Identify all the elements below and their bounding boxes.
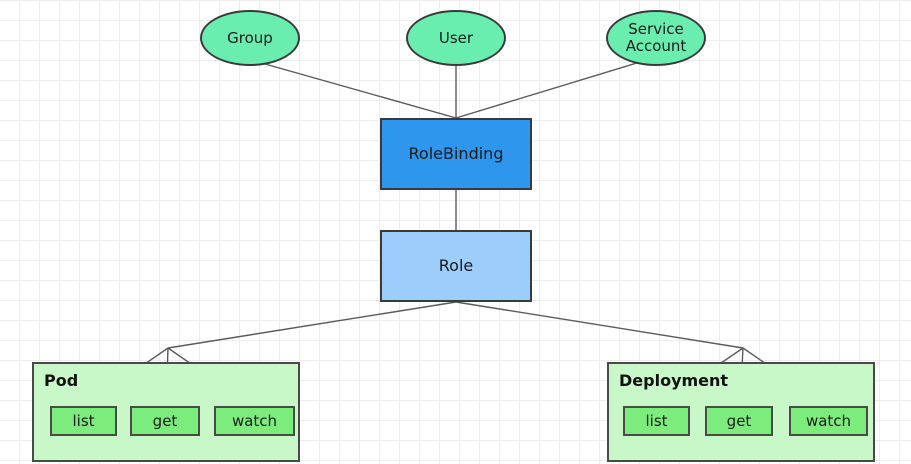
node-group[interactable]: Group xyxy=(200,10,300,66)
verb-pod-get[interactable]: get xyxy=(130,406,200,436)
group-pod-title: Pod xyxy=(44,371,79,390)
verb-pod-get-label: get xyxy=(152,412,178,430)
verb-deployment-list[interactable]: list xyxy=(623,406,690,436)
verb-pod-watch[interactable]: watch xyxy=(214,406,295,436)
verb-deployment-list-label: list xyxy=(645,412,668,430)
node-user[interactable]: User xyxy=(406,10,506,66)
node-user-label: User xyxy=(438,28,474,47)
node-service-account[interactable]: Service Account xyxy=(606,10,706,66)
node-rolebinding-label: RoleBinding xyxy=(408,144,504,164)
verb-deployment-watch-label: watch xyxy=(805,412,852,430)
verb-deployment-get-label: get xyxy=(726,412,752,430)
verb-pod-list[interactable]: list xyxy=(50,406,117,436)
edge-group-to-rolebinding xyxy=(257,61,457,119)
node-rolebinding[interactable]: RoleBinding xyxy=(380,118,532,190)
node-role[interactable]: Role xyxy=(380,230,532,302)
node-role-label: Role xyxy=(438,256,474,276)
node-service-account-label: Service Account xyxy=(625,20,687,55)
verb-deployment-get[interactable]: get xyxy=(705,406,773,436)
verb-pod-list-label: list xyxy=(72,412,95,430)
edge-service-account-to-rolebinding xyxy=(455,61,641,119)
verb-deployment-watch[interactable]: watch xyxy=(789,406,868,436)
verb-pod-watch-label: watch xyxy=(231,412,278,430)
node-group-label: Group xyxy=(227,28,273,47)
edge-role-to-deployment xyxy=(455,301,744,349)
group-deployment-title: Deployment xyxy=(619,371,729,390)
edge-role-to-pod xyxy=(167,301,457,349)
